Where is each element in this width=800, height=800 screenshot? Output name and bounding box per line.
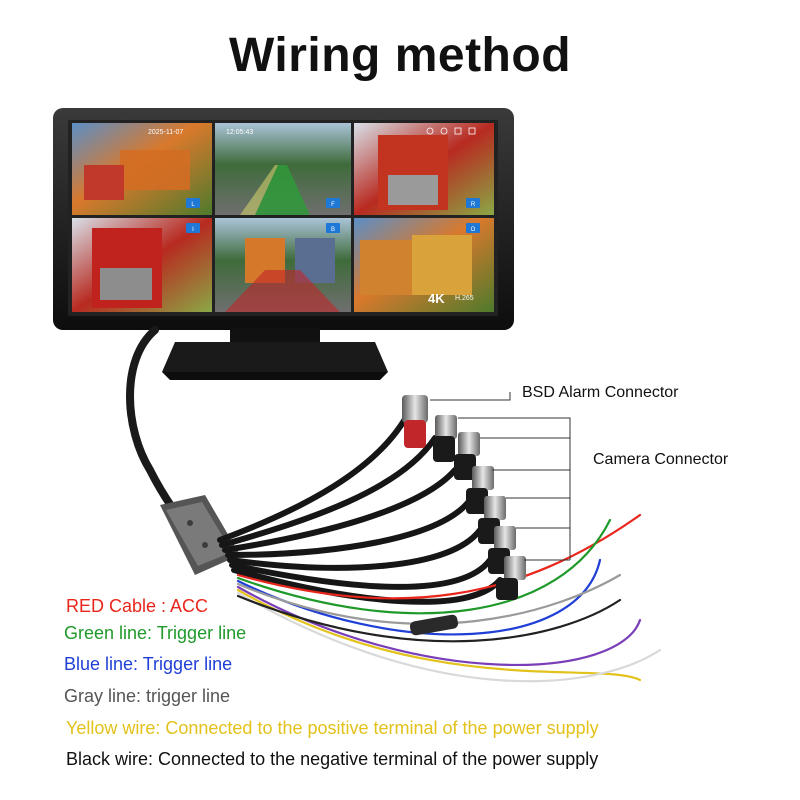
tile-tag-left: L	[191, 202, 195, 208]
camera-connector-2	[454, 432, 480, 480]
camera-tile-left: L	[72, 123, 212, 215]
connector-cables	[217, 407, 503, 605]
screen-date: 2025-11-07	[148, 129, 183, 136]
yellow-wire	[236, 588, 642, 682]
legend-red-cable: RED Cable : ACC	[66, 596, 209, 616]
page-title: Wiring method	[228, 29, 572, 82]
purple-wire	[236, 585, 642, 667]
camera-tile-outside: O 4K H.265	[354, 218, 494, 312]
bsd-connector	[402, 395, 428, 448]
camera-connector-6	[496, 556, 526, 600]
fuse-holder	[409, 614, 459, 636]
green-wire	[236, 518, 612, 615]
camera-connector-1	[433, 415, 457, 462]
monitor-stand	[162, 328, 388, 380]
status-icons	[426, 127, 476, 135]
legend-black-wire: Black wire: Connected to the negative te…	[66, 749, 599, 769]
camera-tile-right: R	[354, 123, 494, 215]
black-wire	[236, 594, 622, 643]
bsd-alarm-connector-label: BSD Alarm Connector	[522, 384, 679, 401]
white-wire	[236, 591, 662, 683]
camera-connector-label: Camera Connector	[593, 451, 729, 468]
tile-tag-outside: O	[471, 227, 476, 233]
callout-lines	[430, 392, 571, 561]
monitor: L F R I B	[53, 108, 514, 330]
junction-block	[160, 495, 240, 575]
camera-tile-back: B	[215, 218, 351, 312]
badge-codec: H.265	[455, 295, 474, 302]
camera-connector-3	[466, 466, 494, 514]
camera-tile-front: F	[215, 123, 351, 215]
camera-tile-inside: I	[72, 218, 212, 312]
gray-wire	[236, 573, 622, 625]
badge-4k: 4K	[428, 291, 445, 306]
tile-tag-back: B	[331, 227, 335, 233]
red-wire	[236, 513, 642, 600]
tile-tag-front: F	[331, 202, 335, 208]
tile-tag-inside: I	[192, 227, 194, 233]
legend-yellow-wire: Yellow wire: Connected to the positive t…	[66, 718, 599, 738]
legend-green-line: Green line: Trigger line	[64, 623, 247, 643]
legend-gray-line: Gray line: trigger line	[64, 686, 231, 706]
power-wires	[236, 513, 662, 683]
legend-blue-line: Blue line: Trigger line	[64, 654, 233, 674]
tile-tag-right: R	[471, 202, 476, 208]
screen-clock: 12:05:43	[226, 129, 253, 136]
